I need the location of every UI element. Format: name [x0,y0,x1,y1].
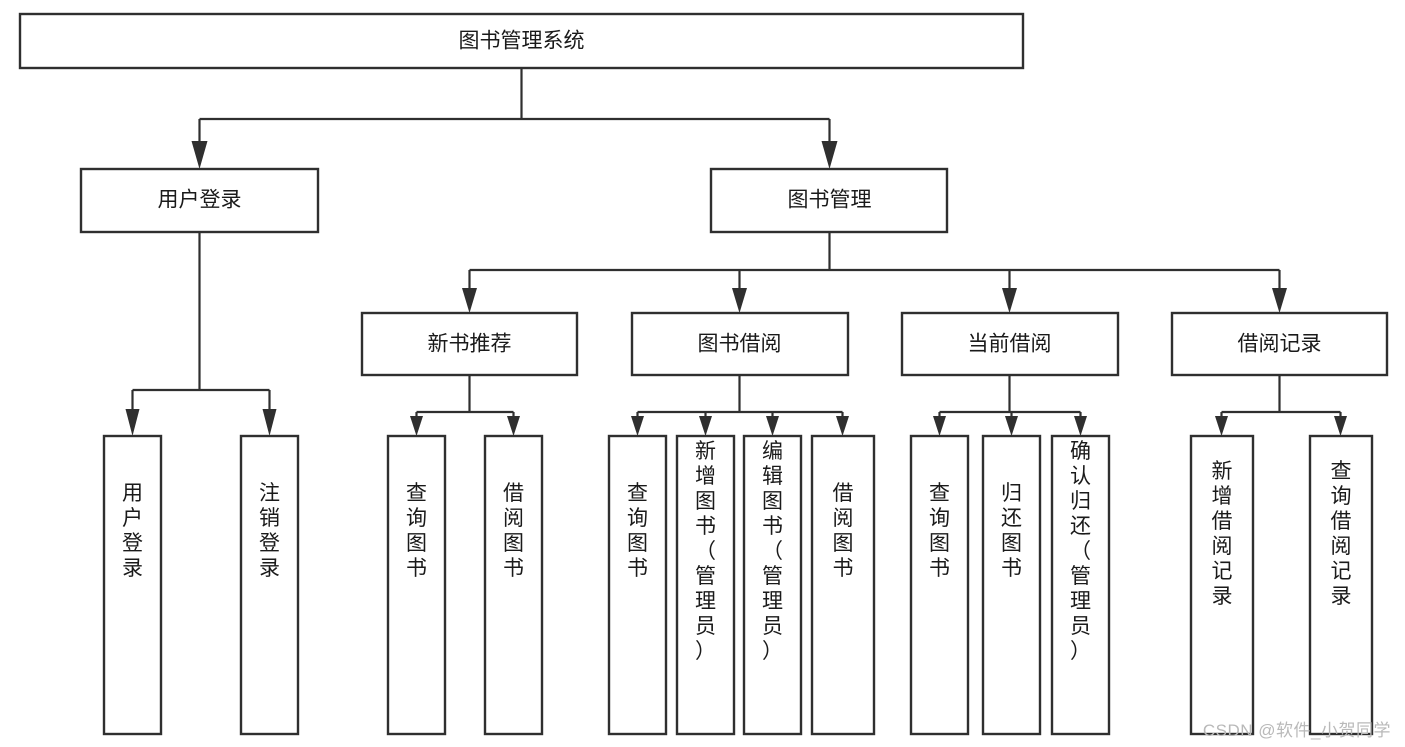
node-logout-leaf[interactable]: 注销登录 [239,434,300,736]
arrowhead-add-book-admin [699,416,712,436]
arrowhead-borrow-record [1272,288,1287,313]
node-borrow-book-1-box [483,434,544,736]
node-edit-book-admin-label: 编辑图书（管理员） [762,440,783,663]
node-query-borrow-record[interactable]: 查询借阅记录 [1308,434,1374,736]
node-add-book-admin[interactable]: 新增图书（管理员） [675,434,736,736]
node-borrow-record-label: 借阅记录 [1238,333,1322,356]
node-borrow-book-2[interactable]: 借阅图书 [810,434,876,736]
node-edit-book-admin[interactable]: 编辑图书（管理员） [742,434,803,736]
node-add-borrow-record[interactable]: 新增借阅记录 [1189,434,1255,736]
arrowhead-query-book-2 [631,416,644,436]
node-new-book-recommend-box [360,311,579,377]
node-query-book-3[interactable]: 查询图书 [909,434,970,736]
node-confirm-return-admin-box [1050,434,1111,736]
node-confirm-return-admin[interactable]: 确认归还（管理员） [1050,434,1111,736]
node-book-borrow[interactable]: 图书借阅 [630,311,850,377]
node-add-borrow-record-box [1189,434,1255,736]
node-query-book-3-box [909,434,970,736]
node-user-login-leaf-label: 用户登录 [122,482,143,580]
arrowhead-book-management [821,141,838,169]
node-borrow-book-1-label: 借阅图书 [503,482,524,580]
arrowhead-confirm-return-admin [1074,416,1087,436]
arrowhead-user-login [191,141,208,169]
node-user-login-box [79,167,320,234]
node-user-login-label: 用户登录 [158,189,242,212]
node-query-borrow-record-label: 查询借阅记录 [1331,460,1352,608]
node-borrow-record[interactable]: 借阅记录 [1170,311,1389,377]
arrowhead-query-book-1 [410,416,423,436]
arrowhead-logout-leaf [262,409,277,436]
arrowhead-return-book [1005,416,1018,436]
node-query-book-2-box [607,434,668,736]
node-new-book-recommend[interactable]: 新书推荐 [360,311,579,377]
node-query-book-1[interactable]: 查询图书 [386,434,447,736]
node-book-borrow-label: 图书借阅 [698,333,782,356]
node-user-login-leaf[interactable]: 用户登录 [102,434,163,736]
arrowhead-borrow-book-2 [836,416,849,436]
node-edit-book-admin-box [742,434,803,736]
node-current-borrow-box [900,311,1120,377]
node-logout-leaf-label: 注销登录 [259,482,280,580]
arrowhead-query-borrow-record [1334,416,1347,436]
arrowhead-borrow-book-1 [507,416,520,436]
node-user-login-leaf-box [102,434,163,736]
arrowhead-edit-book-admin [766,416,779,436]
node-borrow-record-box [1170,311,1389,377]
arrowhead-book-borrow [732,288,747,313]
node-query-book-3-label: 查询图书 [929,482,950,580]
node-current-borrow-label: 当前借阅 [968,333,1052,356]
node-add-book-admin-box [675,434,736,736]
node-borrow-book-1[interactable]: 借阅图书 [483,434,544,736]
node-book-borrow-box [630,311,850,377]
node-query-book-2-label: 查询图书 [627,482,648,580]
node-new-book-recommend-label: 新书推荐 [428,333,512,356]
node-query-book-2[interactable]: 查询图书 [607,434,668,736]
arrowhead-current-borrow [1002,288,1017,313]
node-book-management[interactable]: 图书管理 [709,167,949,234]
csdn-watermark: CSDN @软件_小贺同学 [1202,721,1391,740]
node-return-book-box [981,434,1042,736]
node-return-book[interactable]: 归还图书 [981,434,1042,736]
arrowhead-query-book-3 [933,416,946,436]
node-add-borrow-record-label: 新增借阅记录 [1212,460,1233,608]
node-query-book-1-label: 查询图书 [406,482,427,580]
node-root[interactable]: 图书管理系统 [18,12,1025,70]
arrowhead-user-login-leaf [125,409,140,436]
connector-layer [125,68,1347,436]
node-book-management-box [709,167,949,234]
node-current-borrow[interactable]: 当前借阅 [900,311,1120,377]
node-confirm-return-admin-label: 确认归还（管理员） [1070,440,1091,663]
node-query-borrow-record-box [1308,434,1374,736]
arrowhead-new-book-recommend [462,288,477,313]
node-book-management-label: 图书管理 [788,189,872,212]
node-user-login[interactable]: 用户登录 [79,167,320,234]
node-return-book-label: 归还图书 [1001,482,1022,580]
node-add-book-admin-label: 新增图书（管理员） [695,440,716,663]
node-root-box [18,12,1025,70]
node-root-label: 图书管理系统 [459,30,585,53]
node-query-book-1-box [386,434,447,736]
arrowhead-add-borrow-record [1215,416,1228,436]
node-logout-leaf-box [239,434,300,736]
node-borrow-book-2-label: 借阅图书 [833,482,854,580]
node-borrow-book-2-box [810,434,876,736]
